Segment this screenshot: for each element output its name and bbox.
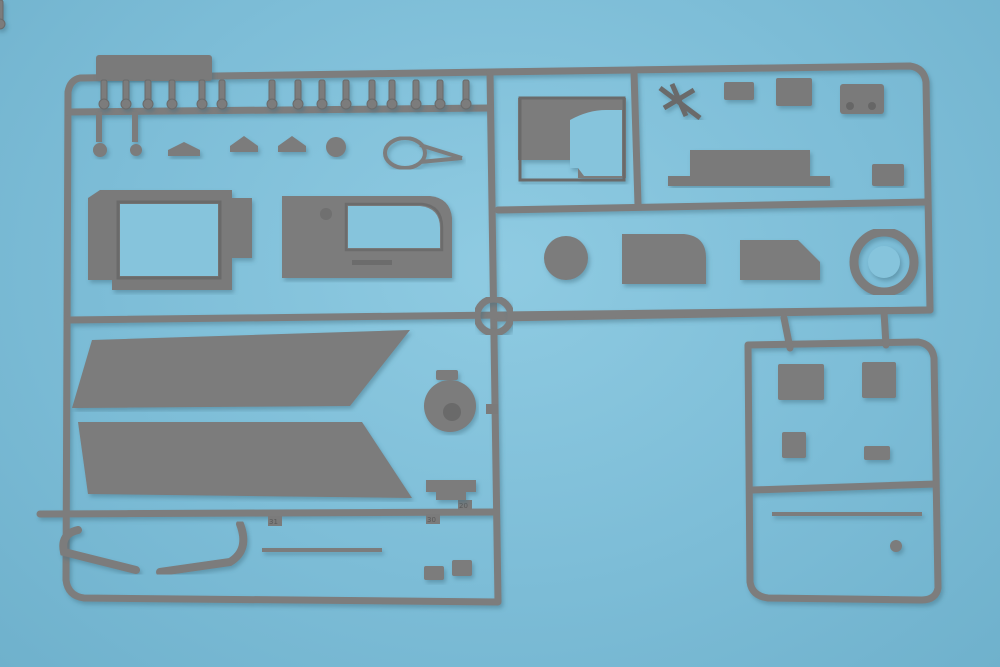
long-bar-part <box>668 150 904 186</box>
sprue-center-ring <box>473 295 515 337</box>
round-hatch-part <box>424 370 476 432</box>
sprue-bar-lower-right <box>748 480 940 494</box>
hatch-frame-panel <box>88 190 252 290</box>
sprue-outer-left <box>62 68 502 606</box>
box-panel <box>518 96 626 182</box>
sprue-bar-lower <box>36 508 498 518</box>
sprue-bar-middle <box>64 306 934 324</box>
small-parts-top-row <box>0 0 472 110</box>
door-panel <box>282 196 452 278</box>
sprue-bar-upper <box>64 104 494 116</box>
wire-loop-part <box>383 136 463 170</box>
sprue-tab <box>96 55 212 81</box>
lower-slanted-panel-2 <box>78 422 412 498</box>
small-parts-top-right <box>658 78 884 120</box>
part-number-30: 30 <box>427 516 436 524</box>
sprue-divider-top <box>630 68 642 209</box>
lower-slanted-panel-1 <box>72 330 410 408</box>
small-parts-lower <box>262 480 476 580</box>
mid-right-parts <box>544 227 919 297</box>
part-number-tabs: 20 30 31 <box>268 404 498 526</box>
sprue-frame <box>36 62 942 606</box>
sprue-link-1 <box>780 314 794 352</box>
sprue-outer-right <box>486 62 934 322</box>
part-number-20: 20 <box>459 502 468 510</box>
sprue-bar-right-mid <box>494 198 930 214</box>
small-parts-second-row <box>93 112 346 157</box>
pipe-parts <box>59 520 248 576</box>
sprue-lower-right-frame <box>744 338 942 604</box>
sprue-link-2 <box>880 308 890 349</box>
part-number-31: 31 <box>269 518 278 526</box>
lower-right-parts <box>772 362 922 552</box>
